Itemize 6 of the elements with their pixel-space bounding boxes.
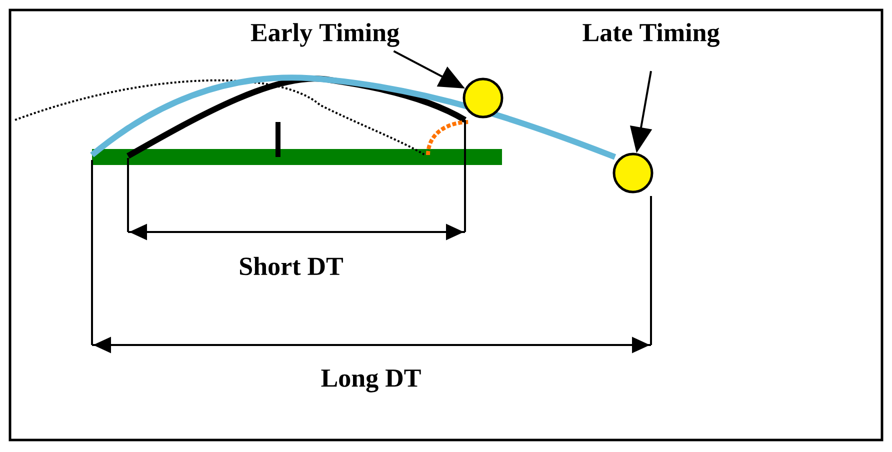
dimension-label: Short DT [240, 256, 343, 276]
dimension-label: Long DT [321, 370, 421, 392]
ball-circle [462, 78, 504, 118]
ball-circle [612, 152, 654, 194]
timing-label: Late Timing [582, 23, 720, 47]
timing-label: Early Timing [250, 23, 400, 47]
